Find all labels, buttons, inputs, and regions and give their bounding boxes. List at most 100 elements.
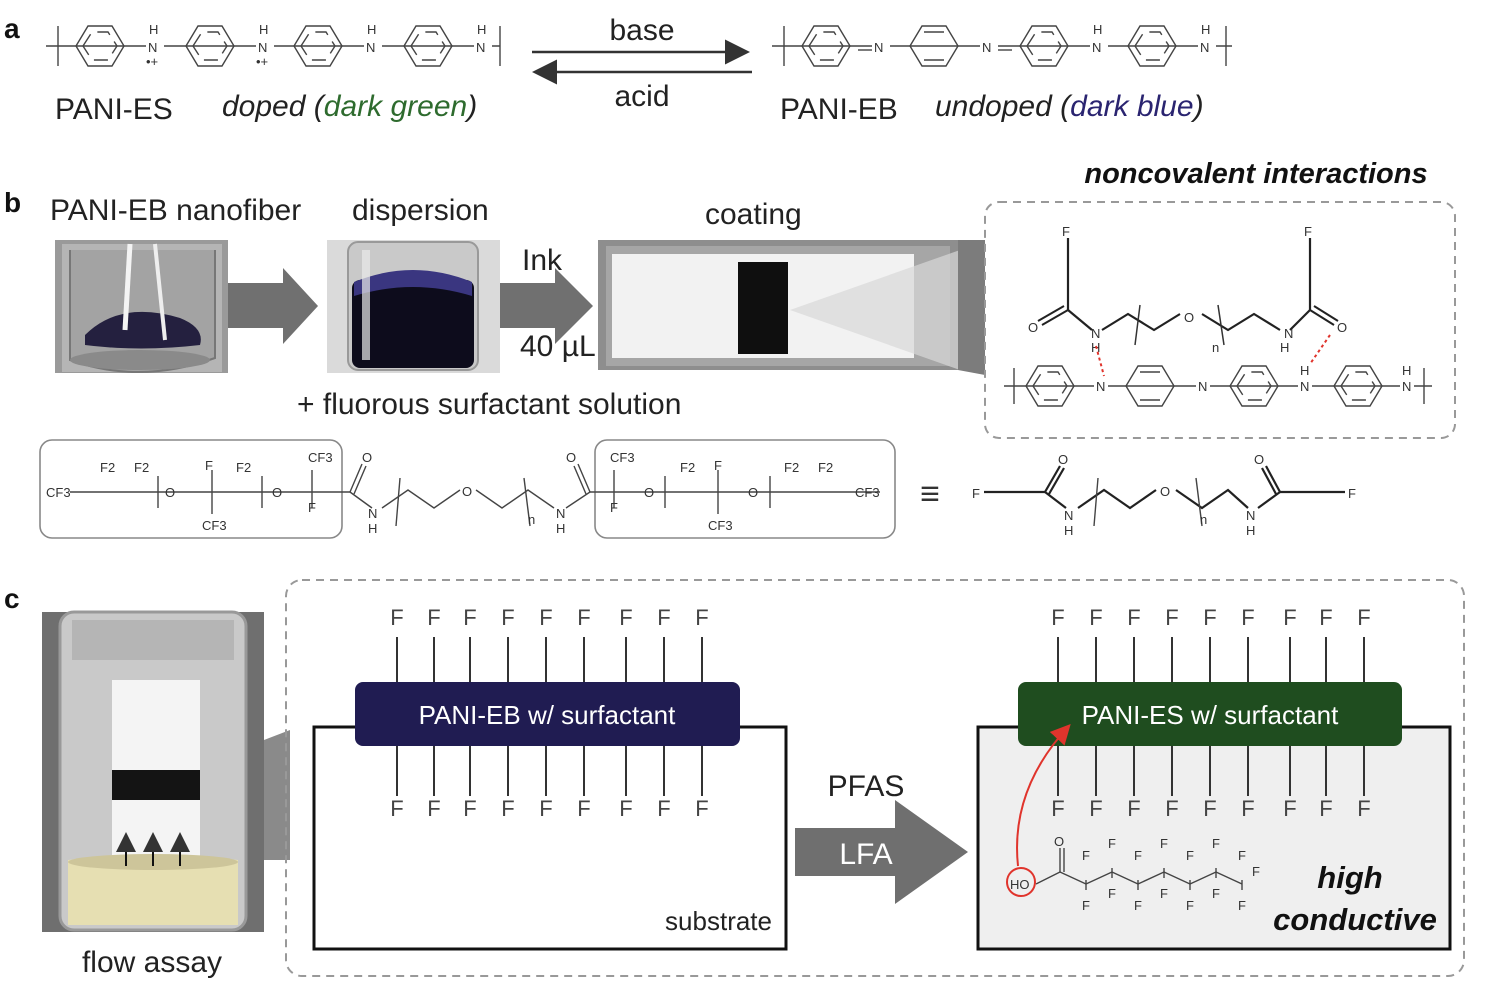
equilibrium-arrows [532, 39, 752, 85]
fluorine-label: F [1319, 605, 1332, 630]
fluorine-label: F [1319, 796, 1332, 821]
fluorine-label: F [695, 796, 708, 821]
fluorine-label: F [619, 605, 632, 630]
lfa-label: LFA [839, 838, 892, 871]
fluorine-label: F [577, 605, 590, 630]
svg-text:H: H [1402, 363, 1411, 378]
svg-text:•+: •+ [146, 54, 158, 69]
svg-text:H: H [1064, 523, 1073, 538]
panel-label-a: a [4, 13, 20, 44]
svg-text:N: N [1064, 508, 1073, 523]
fluorine-label: F [1165, 605, 1178, 630]
pani-eb-state-line: undoped (dark blue) [935, 90, 1204, 123]
svg-text:O: O [566, 450, 576, 465]
svg-text:N: N [874, 40, 883, 55]
svg-text:N: N [366, 40, 375, 55]
svg-text:O: O [1254, 452, 1264, 467]
svg-text:F: F [308, 500, 316, 515]
pfas-fluorine-label: F [1108, 836, 1116, 851]
svg-text:H: H [368, 521, 377, 536]
fluorine-label: F [501, 796, 514, 821]
fluorine-label: F [539, 605, 552, 630]
svg-text:F2: F2 [134, 460, 149, 475]
surfactant-structure: CF3 F2 F2 O F F2 O CF3 F CF3 O N H O n N… [46, 450, 880, 536]
svg-text:F: F [714, 458, 722, 473]
pfas-fluorine-label: F [1082, 848, 1090, 863]
svg-text:F2: F2 [680, 460, 695, 475]
fluorine-label: F [1241, 605, 1254, 630]
fluorine-label: F [1241, 796, 1254, 821]
pfas-fluorine-label: F [1238, 898, 1246, 913]
fluorine-label: F [1165, 796, 1178, 821]
pfas-fluorine-label: F [1160, 836, 1168, 851]
paren-open-left: ( [314, 90, 327, 123]
svg-text:H: H [556, 521, 565, 536]
svg-text:O: O [1337, 320, 1347, 335]
svg-text:N: N [556, 506, 565, 521]
fluorine-label: F [539, 796, 552, 821]
equivalence-symbol: ≡ [920, 475, 940, 513]
pani-eb-label: PANI-EB [780, 93, 898, 126]
volume-label: 40 µL [520, 330, 596, 363]
surfactant-simplified: F O N H O n N H O F [972, 452, 1356, 538]
fluorine-label: F [1283, 605, 1296, 630]
flow-assay-photo [42, 610, 290, 932]
substrate-left [312, 725, 788, 951]
pani-es-state-line: doped (dark green) [222, 90, 477, 123]
svg-text:H: H [1280, 340, 1289, 355]
svg-text:O: O [272, 485, 282, 500]
paren-close-left: ) [464, 90, 477, 123]
svg-text:N: N [1091, 326, 1100, 341]
svg-text:O: O [165, 485, 175, 500]
svg-text:O: O [1184, 310, 1194, 325]
pfas-fluorine-label: F [1238, 848, 1246, 863]
noncovalent-structure: F F O O N H N H O n N N N N H H [1004, 224, 1432, 407]
fluorine-label: F [1127, 605, 1140, 630]
ink-label: Ink [522, 244, 563, 277]
pani-es-label: PANI-ES [55, 93, 173, 126]
paren-close-right: ) [1191, 90, 1204, 123]
pfas-fluorine-label: F [1134, 848, 1142, 863]
svg-text:N: N [258, 40, 267, 55]
svg-text:CF3: CF3 [202, 518, 227, 533]
fluorine-label: F [1051, 796, 1064, 821]
svg-text:F: F [1304, 224, 1312, 239]
fluorine-label: F [501, 605, 514, 630]
pfas-fluorine-label: F [1160, 886, 1168, 901]
pfas-fluorine-label: F [1252, 864, 1260, 879]
svg-text:HO: HO [1010, 877, 1030, 892]
svg-text:N: N [1198, 379, 1207, 394]
svg-text:CF3: CF3 [610, 450, 635, 465]
svg-text:N: N [1402, 379, 1411, 394]
panel-label-b: b [4, 187, 21, 218]
svg-text:O: O [462, 484, 472, 499]
fluorine-label: F [1283, 796, 1296, 821]
svg-text:N: N [1246, 508, 1255, 523]
arrow-right-icon [228, 268, 318, 344]
fluorine-label: F [1051, 605, 1064, 630]
fluorine-label: F [1089, 796, 1102, 821]
svg-text:O: O [1028, 320, 1038, 335]
fluorine-label: F [463, 796, 476, 821]
svg-text:H: H [149, 22, 158, 37]
svg-text:n: n [528, 512, 535, 527]
svg-text:N: N [1096, 379, 1105, 394]
svg-text:F2: F2 [236, 460, 251, 475]
pfas-fluorine-label: F [1186, 898, 1194, 913]
pfas-arrow-icon [795, 800, 968, 904]
pfas-fluorine-label: F [1082, 898, 1090, 913]
svg-text:O: O [644, 485, 654, 500]
svg-text:N: N [476, 40, 485, 55]
svg-text:N: N [148, 40, 157, 55]
base-label: base [609, 14, 674, 47]
svg-text:CF3: CF3 [708, 518, 733, 533]
fluoro-tail-box-left [39, 439, 343, 539]
fluorine-label: F [427, 796, 440, 821]
dark-green-label: dark green [324, 90, 467, 123]
pfas-fluorine-label: F [1212, 886, 1220, 901]
svg-text:O: O [362, 450, 372, 465]
svg-text:N: N [1284, 326, 1293, 341]
fluorine-label: F [390, 605, 403, 630]
